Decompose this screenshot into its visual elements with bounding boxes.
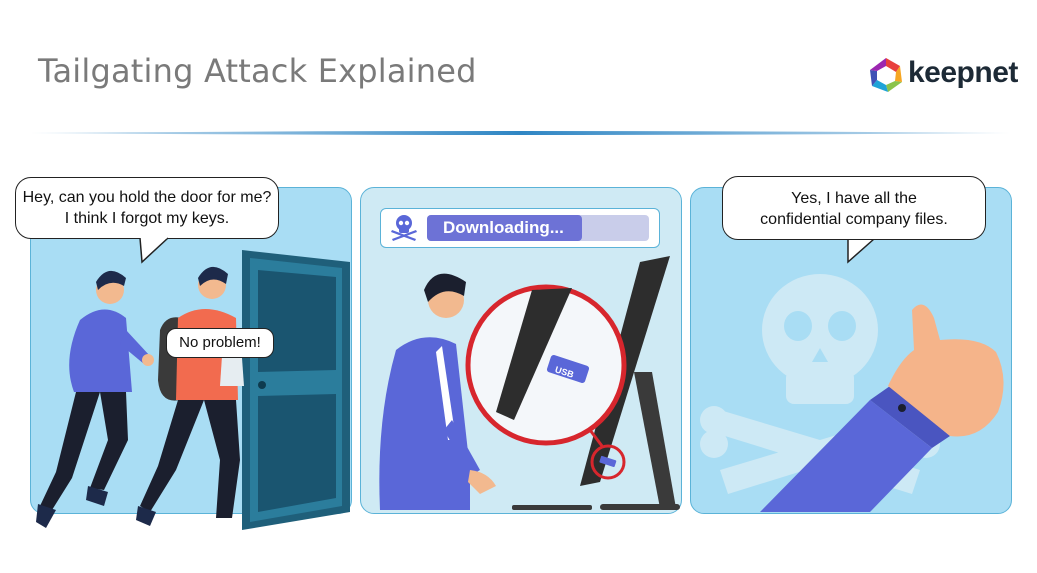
header-divider — [30, 131, 1010, 135]
speech-line: Hey, can you hold the door for me? — [22, 189, 272, 206]
download-track: Downloading... — [427, 215, 649, 241]
download-fill — [427, 215, 583, 241]
keepnet-logo: keepnet — [864, 54, 1018, 98]
speech-bubble-reply: No problem! — [166, 328, 274, 358]
download-label: Downloading... — [443, 218, 564, 237]
speech-line: confidential company files. — [760, 211, 948, 228]
door-illustration — [242, 250, 350, 530]
page-title: Tailgating Attack Explained — [38, 52, 477, 90]
download-progress-bar: Downloading... — [380, 208, 660, 248]
person-running-illustration — [36, 270, 154, 528]
speech-bubble-request: Hey, can you hold the door for me? I thi… — [15, 177, 279, 239]
speech-bubble-confession: Yes, I have all the confidential company… — [722, 176, 986, 240]
thumbs-up-hand-illustration — [760, 304, 1004, 512]
usb-magnifier-illustration — [465, 284, 627, 480]
skull-crossbones-icon — [391, 215, 417, 241]
keepnet-logo-icon — [870, 58, 902, 92]
man-at-computer-illustration — [379, 273, 496, 510]
logo-text: keepnet — [908, 56, 1018, 89]
speech-line: I think I forgot my keys. — [64, 210, 230, 227]
speech-line: Yes, I have all the — [791, 190, 917, 207]
skull-eyes — [784, 311, 856, 362]
